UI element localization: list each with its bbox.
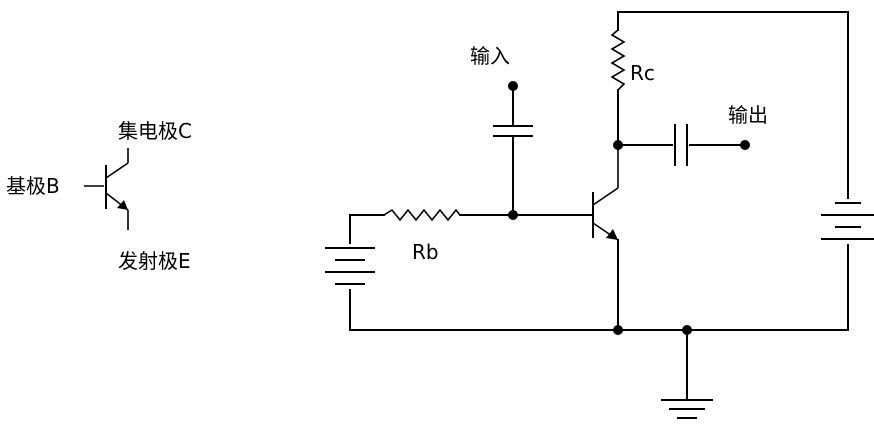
ground-symbol-icon: [661, 399, 713, 419]
rc-label: Rc: [630, 61, 655, 85]
emitter-arrow-icon: [606, 229, 618, 240]
amplifier-circuit: 输入 Rb: [325, 11, 874, 419]
output-capacitor: [674, 124, 688, 166]
output-label: 输出: [728, 103, 768, 127]
rb-label: Rb: [412, 240, 439, 264]
transistor-symbol-legend: 集电极C 基极B 发射极E: [6, 119, 192, 273]
emitter-arrow-icon: [117, 200, 128, 210]
collector-supply-battery: [821, 202, 874, 240]
rc-resistor: [610, 29, 626, 91]
output-terminal: [740, 140, 750, 150]
base-bias-battery: [325, 247, 375, 285]
input-capacitor: [493, 125, 533, 137]
rb-resistor: [383, 208, 461, 222]
collector-label: 集电极C: [118, 119, 192, 143]
input-label: 输入: [470, 44, 510, 68]
base-label: 基极B: [6, 174, 60, 198]
npn-transistor-symbol: [84, 148, 129, 230]
emitter-ground-junction: [613, 325, 623, 335]
npn-transistor: [592, 145, 619, 241]
emitter-label: 发射极E: [118, 249, 191, 273]
